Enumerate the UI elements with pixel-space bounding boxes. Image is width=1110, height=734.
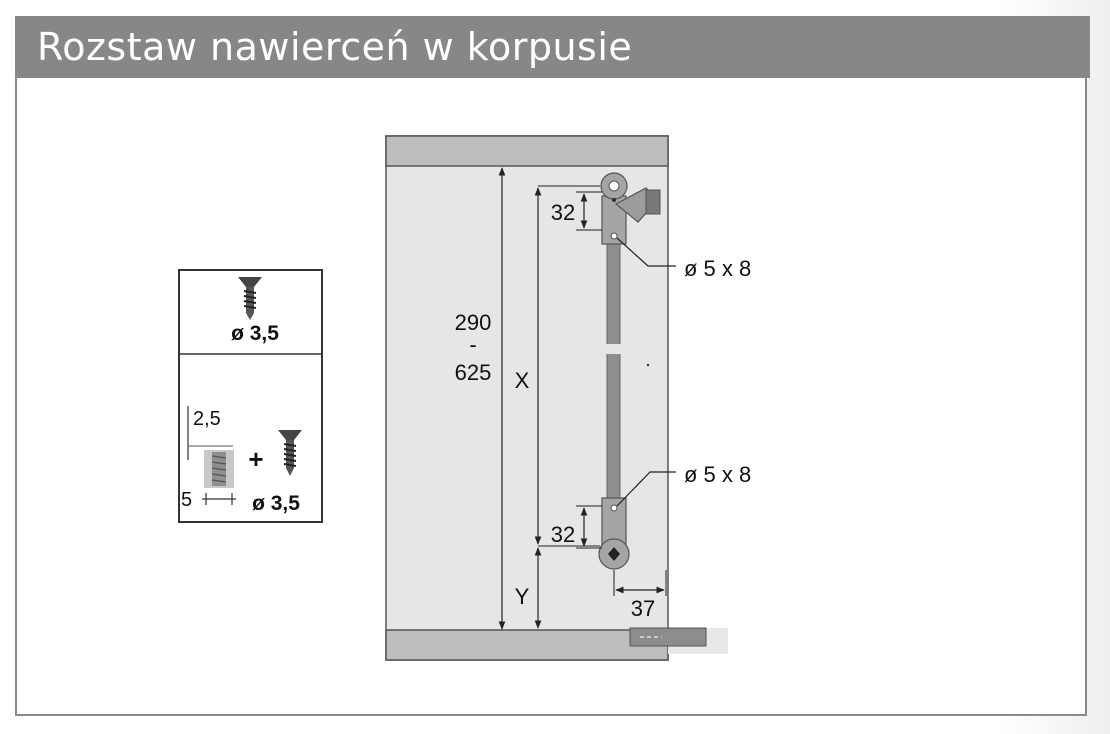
hole-top-leader [616,237,676,267]
strut-rod [606,239,621,505]
screw-box: ø 3,5 2,5 5 + ø 3,5 [178,269,323,523]
dowel-width-label: 5 [181,489,192,511]
page-title: Rozstaw nawierceń w korpusie [37,25,633,69]
screw-icon [238,277,262,320]
range-bottom-label: 625 [455,360,492,385]
plus-sign: + [248,444,263,474]
top-board [385,135,669,167]
spacing-bottom-label: 32 [551,522,575,547]
range-dash-label: - [469,332,476,357]
cabinet-drawing: 290 - 625 X Y 32 32 ø 5 x 8 [385,135,751,661]
range-top-label: 290 [455,310,492,335]
top-screw-label: ø 3,5 [231,322,279,345]
flap-fitting [629,627,707,647]
strut-break [602,344,626,354]
y-label: Y [515,584,530,609]
bottom-bracket [598,497,630,570]
dowel-icon [204,450,234,488]
bottom-screw-label: ø 3,5 [252,492,300,515]
hole-bottom-leader [616,471,676,507]
spacing-top-label: 32 [551,200,575,225]
top-bracket [600,172,661,245]
bottom-board [385,629,669,661]
offset-label: 37 [631,596,655,621]
dowel-depth-label: 2,5 [193,408,221,430]
header-bar: Rozstaw nawierceń w korpusie [15,16,1090,78]
x-label: X [515,368,530,393]
hole-bottom-label: ø 5 x 8 [684,462,751,487]
hole-top-label: ø 5 x 8 [684,256,751,281]
screw-icon [278,430,302,476]
